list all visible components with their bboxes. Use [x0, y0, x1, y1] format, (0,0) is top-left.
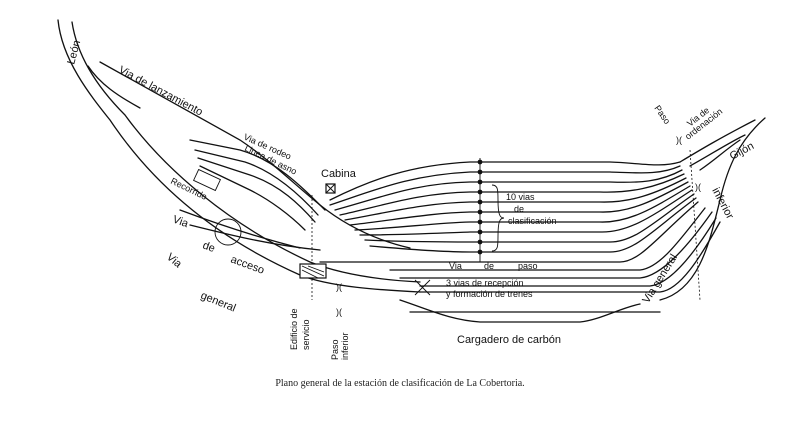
main-lines-right	[659, 117, 766, 301]
label-via-acceso-2: de	[201, 240, 217, 255]
label-paso-inferior-left-2: inferior	[340, 332, 350, 360]
svg-text:)(: )(	[336, 282, 342, 292]
reception-tracks	[389, 207, 721, 296]
figure-caption: Plano general de la estación de clasific…	[275, 378, 525, 389]
label-recepcion-2: y formación de trenes	[446, 289, 533, 299]
label-recorrido: Recorrido	[169, 176, 208, 202]
coal-siding	[399, 299, 661, 323]
underpass-marks: )( )( )( )(	[336, 135, 701, 317]
classification-fan	[319, 161, 699, 263]
classification-markers	[477, 158, 505, 262]
label-edificio-1: Edificio de	[289, 308, 299, 350]
turntable	[214, 218, 242, 246]
label-edificio-2: servicio	[301, 319, 311, 350]
svg-text:)(: )(	[676, 135, 682, 145]
label-via-paso-3: paso	[518, 261, 538, 271]
label-clasif-2: de	[514, 204, 524, 214]
label-via-general-left-1: Via	[164, 251, 184, 271]
svg-text:)(: )(	[336, 307, 342, 317]
label-via-lanzamiento: Via de lanzamiento	[117, 64, 205, 118]
label-clasif-1: 10 vias	[506, 192, 535, 202]
access-area	[179, 168, 321, 251]
label-clasif-3: clasificación	[508, 216, 557, 226]
label-via-acceso-1: Via	[171, 214, 191, 231]
label-cabina: Cabina	[321, 168, 357, 180]
label-cargadero: Cargadero de carbón	[457, 334, 561, 346]
label-via-general-left-2: general	[199, 290, 238, 315]
label-inferior-right: inferior	[709, 186, 736, 222]
label-recepcion-1: 3 vias de recepción	[446, 278, 524, 288]
label-via-paso-1: Via	[449, 261, 462, 271]
service-lines	[311, 149, 701, 301]
svg-text:)(: )(	[695, 182, 701, 192]
recorrido-building	[192, 168, 222, 192]
label-paso-inferior-left-1: Paso	[330, 339, 340, 360]
label-paso-top: Paso	[652, 103, 672, 126]
label-via-acceso-3: acceso	[229, 254, 266, 277]
label-via-paso-2: de	[484, 261, 494, 271]
hump-lead-tracks	[99, 61, 411, 249]
main-lines-left	[57, 19, 421, 293]
